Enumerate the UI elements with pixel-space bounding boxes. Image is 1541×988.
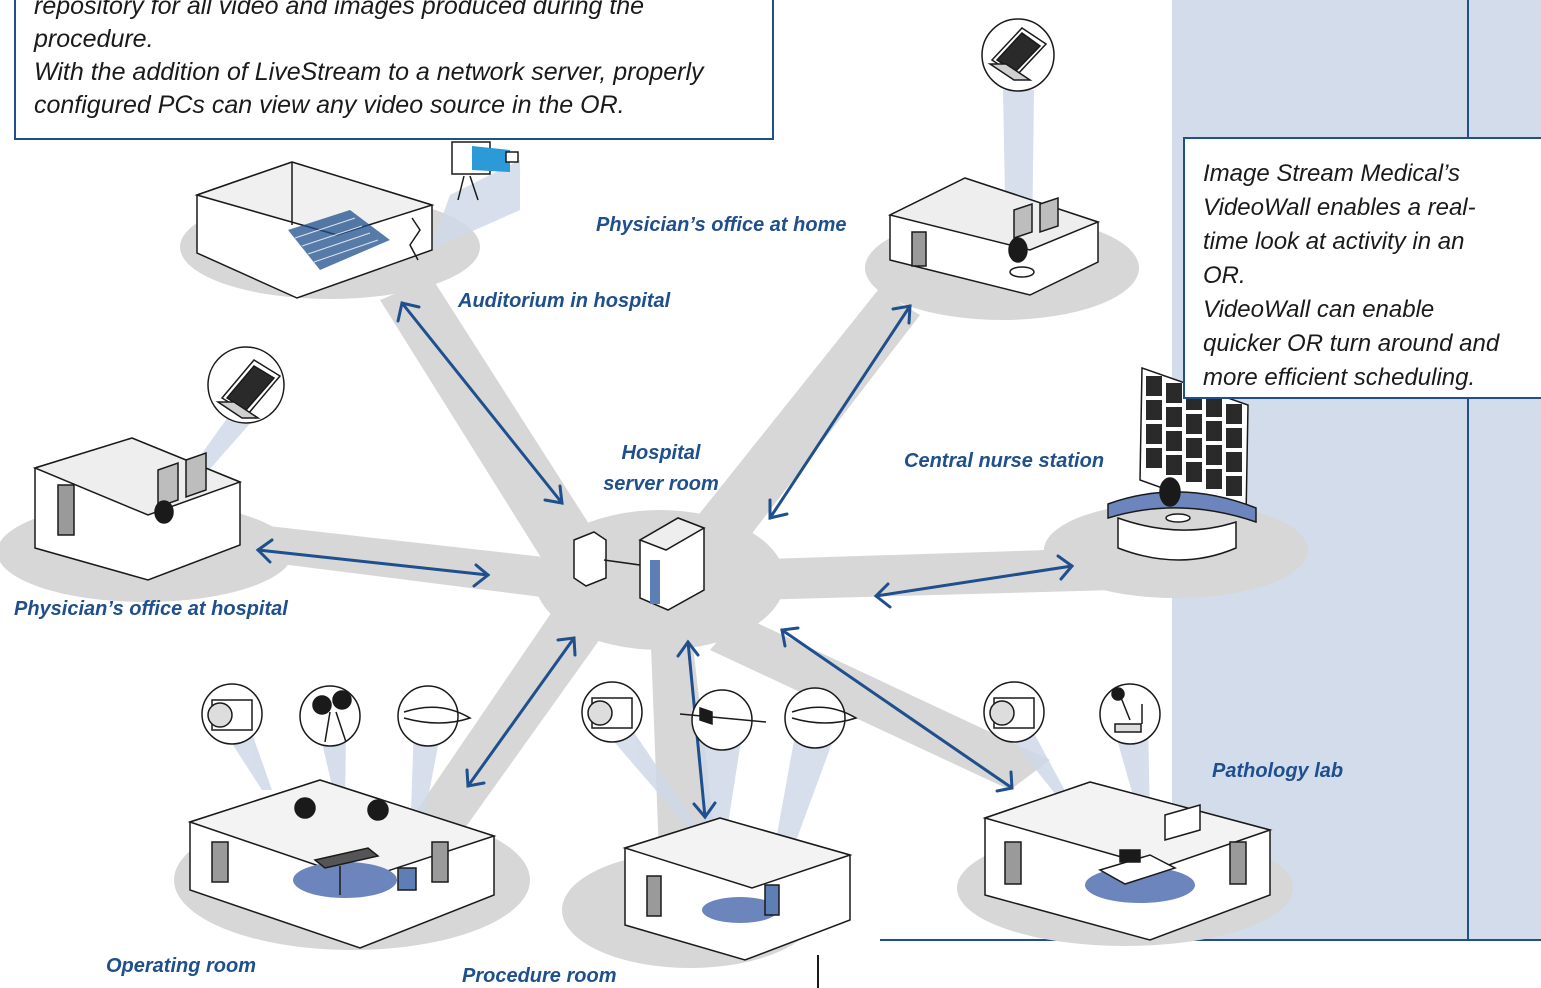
videowall-info-note: Image Stream Medical’s VideoWall enables… xyxy=(1183,137,1541,399)
label-procedure-room: Procedure room xyxy=(462,965,617,987)
endoscope-icon xyxy=(784,687,858,749)
label-operating-room: Operating room xyxy=(106,955,257,977)
note-line: procedure. xyxy=(34,25,154,53)
arrow-office-home xyxy=(768,304,912,520)
microscope-icon xyxy=(1099,683,1161,745)
note-line: With the addition of LiveStream to a net… xyxy=(34,58,704,86)
label-office-hospital: Physician’s office at hospital xyxy=(14,598,288,620)
note-line: OR. xyxy=(1203,262,1246,289)
arrow-office-hospital xyxy=(256,548,490,577)
connection-arrows xyxy=(255,301,1075,820)
camera-icon xyxy=(201,683,263,745)
note-line: VideoWall enables a real- xyxy=(1203,194,1476,221)
label-pathology-lab: Pathology lab xyxy=(1212,760,1344,782)
laptop-icon xyxy=(207,346,285,424)
office-home-room xyxy=(887,177,1101,296)
note-line: configured PCs can view any video source… xyxy=(34,91,625,119)
label-server-room: Hospital server room xyxy=(596,438,726,500)
endoscope-icon xyxy=(679,689,767,751)
note-line: Image Stream Medical’s xyxy=(1203,160,1460,187)
surgical-light-icon xyxy=(299,685,361,747)
note-line: time look at activity in an xyxy=(1203,228,1465,255)
arrow-nurse-station xyxy=(874,564,1074,598)
auditorium-room xyxy=(194,161,435,299)
label-auditorium: Auditorium in hospital xyxy=(458,290,671,312)
endoscope-icon xyxy=(397,685,472,747)
note-line: quicker OR turn around and xyxy=(1203,330,1500,357)
camera-icon xyxy=(581,681,643,743)
arrow-operating-room xyxy=(466,636,576,788)
label-server-line1: Hospital xyxy=(621,442,701,464)
note-line: more efficient scheduling. xyxy=(1203,364,1476,391)
label-nurse-station: Central nurse station xyxy=(904,450,1105,472)
arrow-auditorium xyxy=(400,301,564,505)
top-info-note: repository for all video and images prod… xyxy=(14,0,774,140)
office-hospital-room xyxy=(32,437,243,581)
laptop-icon xyxy=(981,18,1055,92)
pathology-lab-room xyxy=(982,781,1273,941)
operating-room-room xyxy=(187,779,497,949)
projector-icon xyxy=(451,141,519,201)
note-line: repository for all video and images prod… xyxy=(34,0,645,20)
note-line: VideoWall can enable xyxy=(1203,296,1435,323)
nurse-desk xyxy=(1107,477,1257,561)
label-server-line2: server room xyxy=(603,473,719,495)
procedure-room-room xyxy=(622,817,853,961)
arrow-pathology-lab xyxy=(780,628,1014,790)
camera-icon xyxy=(983,681,1045,743)
server-icon xyxy=(573,517,706,611)
label-office-home: Physician’s office at home xyxy=(596,214,847,236)
